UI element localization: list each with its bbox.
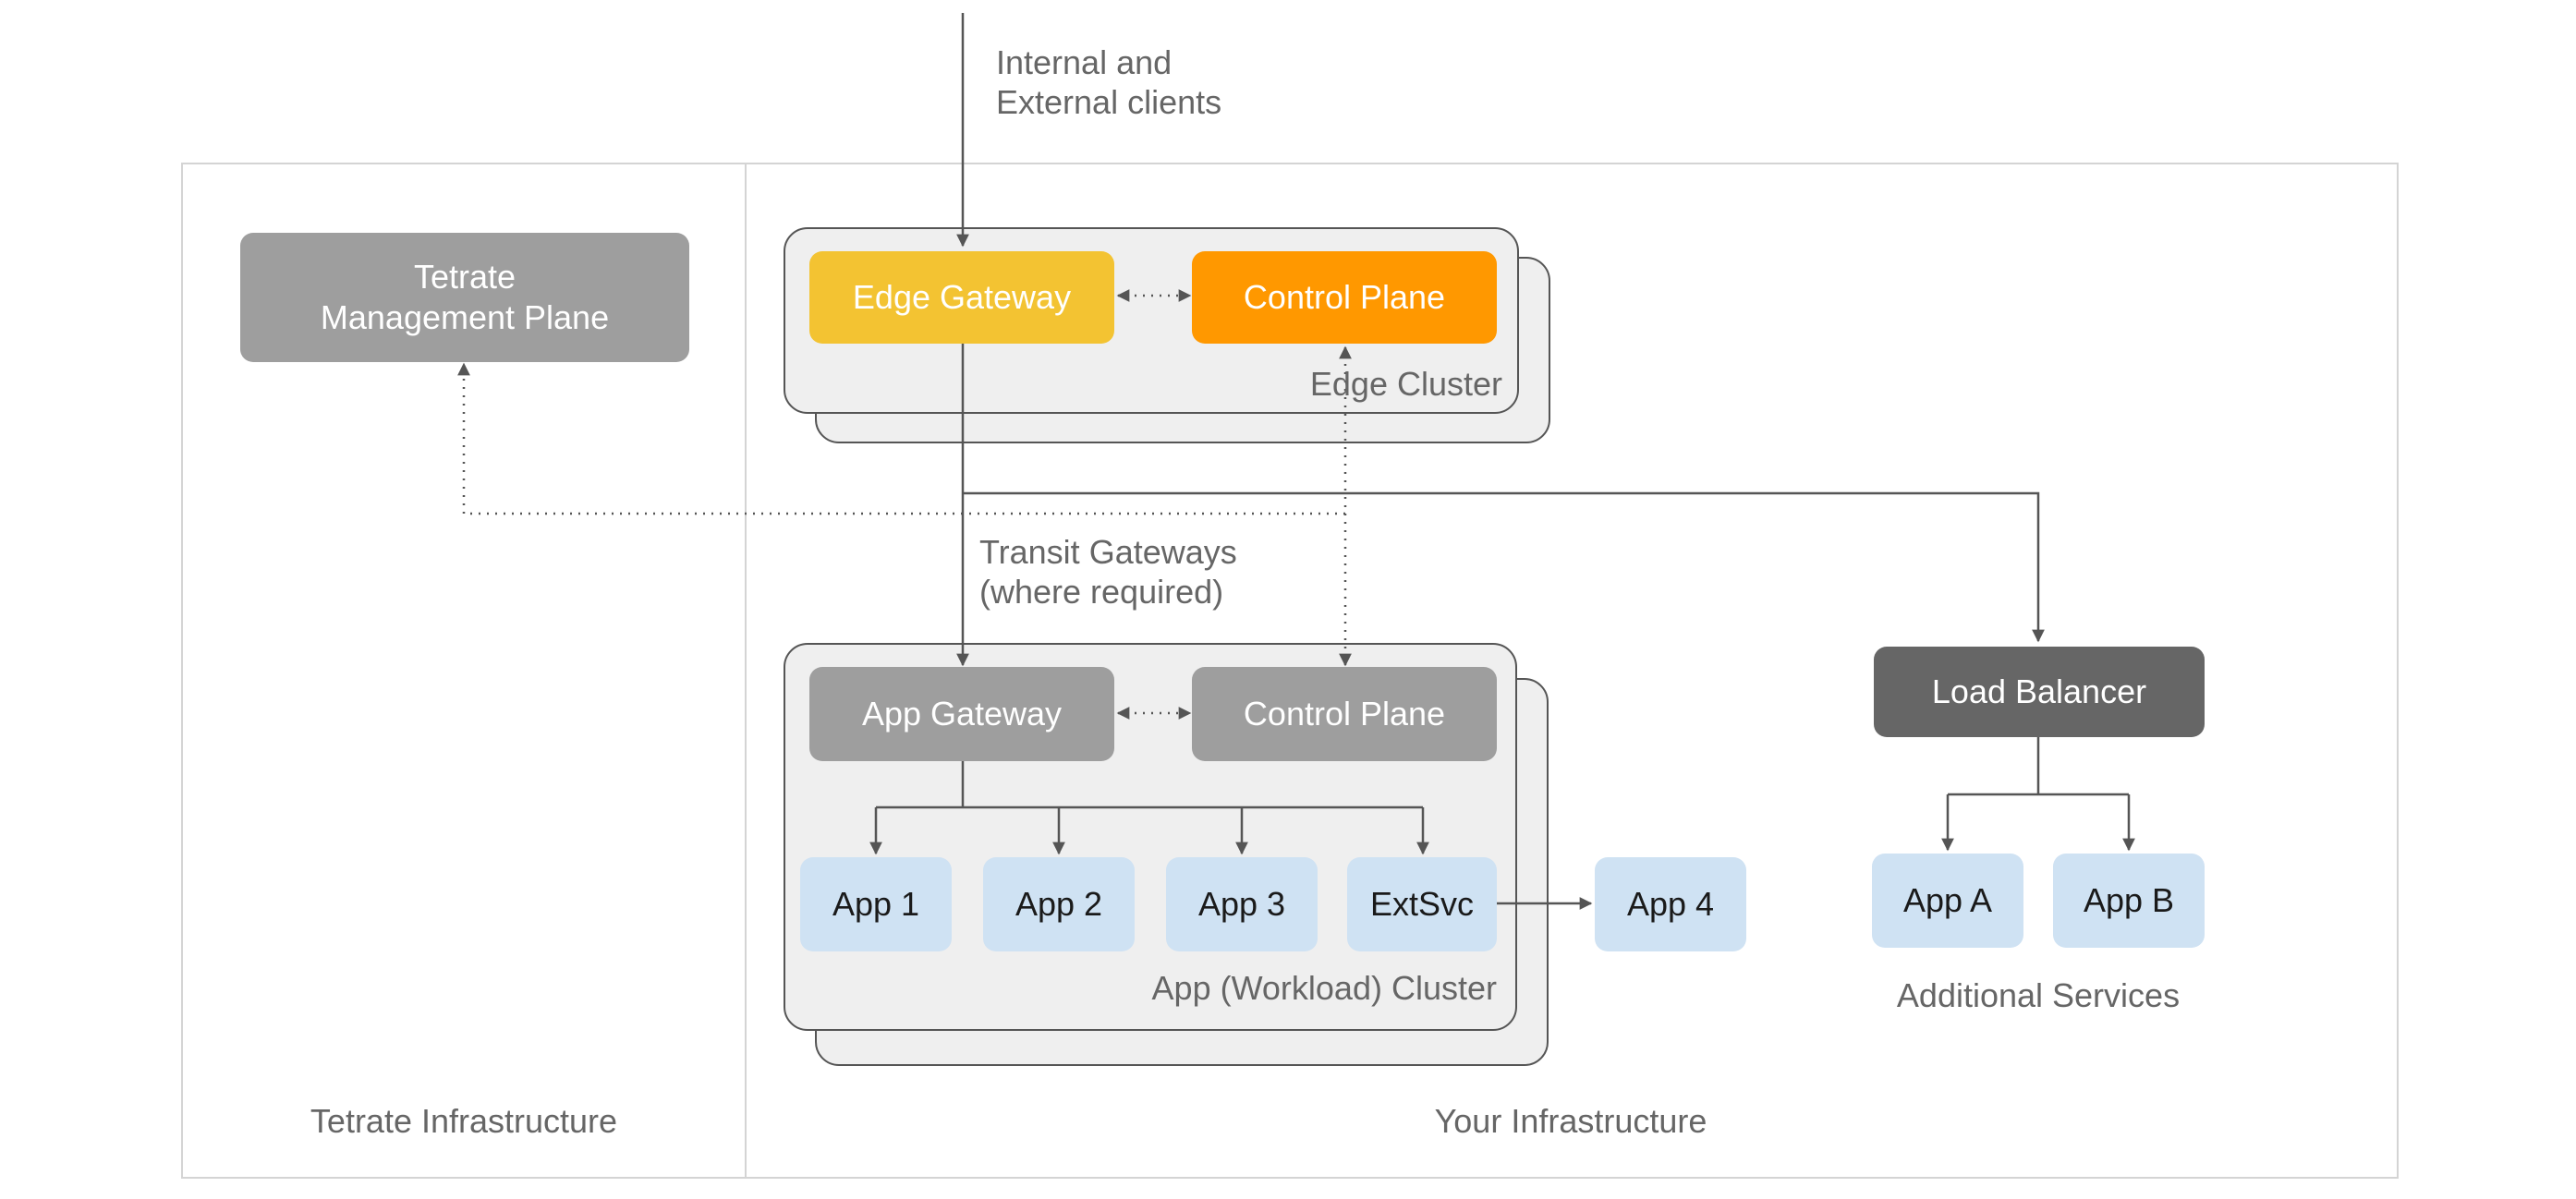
load-balancer: Load Balancer xyxy=(1874,647,2205,737)
app-control-plane: Control Plane xyxy=(1192,667,1497,761)
tetrate-infrastructure-label: Tetrate Infrastructure xyxy=(310,1102,618,1140)
edge-cluster-label: Edge Cluster xyxy=(1309,365,1502,403)
your-infrastructure-label: Your Infrastructure xyxy=(1434,1102,1707,1140)
extsvc: ExtSvc xyxy=(1347,857,1497,951)
edge-control-plane: Control Plane xyxy=(1192,251,1497,344)
transit-gateways-label: Transit Gateways (where required) xyxy=(979,533,1237,612)
clients-label: Internal and External clients xyxy=(996,43,1222,122)
app-1: App 1 xyxy=(800,857,952,951)
additional-services-label: Additional Services xyxy=(1896,976,2181,1014)
app-cluster-label: App (Workload) Cluster xyxy=(1151,969,1497,1007)
app-3: App 3 xyxy=(1166,857,1318,951)
app-4: App 4 xyxy=(1595,857,1746,951)
control-to-management-line xyxy=(457,362,1345,515)
edge-gateway: Edge Gateway xyxy=(809,251,1114,344)
app-a: App A xyxy=(1872,854,2023,948)
edge-to-load-balancer-line xyxy=(963,491,2045,643)
tetrate-management-plane: Tetrate Management Plane xyxy=(240,233,689,362)
app-2: App 2 xyxy=(983,857,1135,951)
app-b: App B xyxy=(2053,854,2205,948)
app-gateway: App Gateway xyxy=(809,667,1114,761)
